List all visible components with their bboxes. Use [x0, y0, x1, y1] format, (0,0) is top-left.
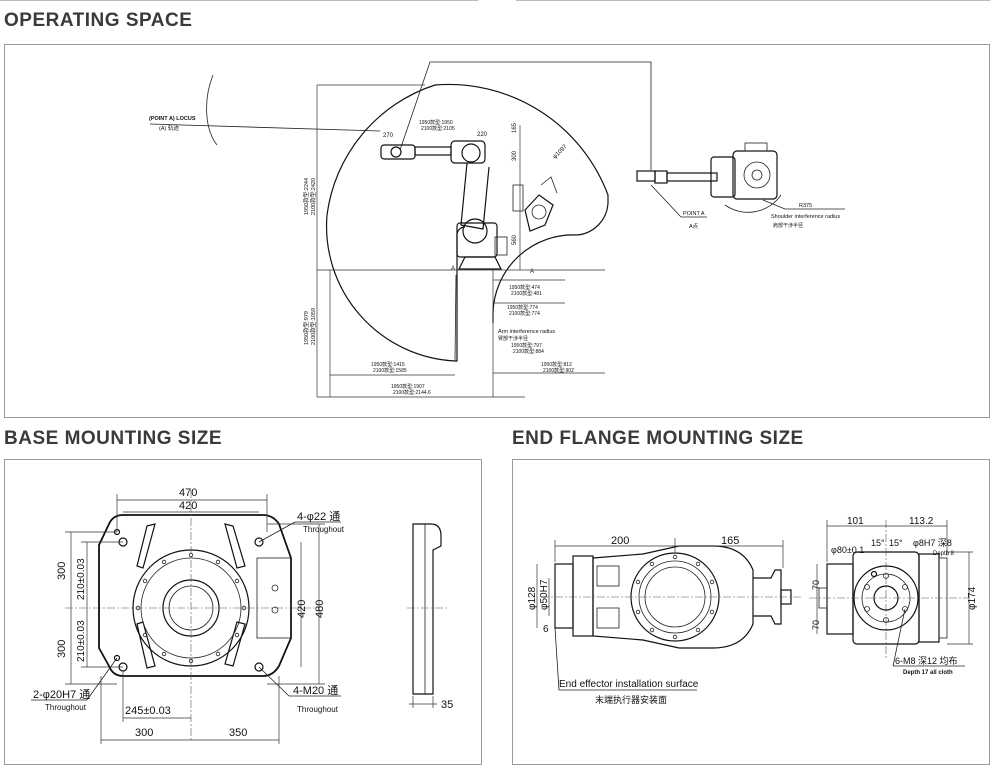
end-flange-panel: 200 165 φ128 φ50H7 6 End effector instal… [512, 459, 990, 765]
flange-dim-15b: 15° [889, 538, 903, 548]
arm-interference-cn-label: 臂部干涉半径 [498, 335, 528, 342]
flange-dim-70b: 70 [811, 620, 821, 630]
flange-m8-callout: 6-M8 深12 均布 [895, 655, 958, 666]
top-dim-a: 1950款型:1950 [419, 119, 453, 126]
base-dim-350-bottom: 350 [229, 727, 247, 739]
flange-dim-6: 6 [543, 624, 549, 635]
left-bot-dim-a: 1950款型:979 [302, 311, 310, 345]
left-top-dim-a: 1950款型:2244 [302, 178, 310, 215]
thread-callout-right-sub: Throughout [297, 705, 339, 714]
base-dim-470: 470 [179, 487, 197, 499]
right-dim-r3-a: 1950款型:797 [511, 342, 542, 349]
dim-560: 560 [512, 234, 518, 245]
top-rule-left [0, 0, 478, 1]
operating-space-panel: (POINT A) LOCUS (A) 轨迹 1950款型:2244 2100款… [4, 44, 990, 418]
svg-text:A: A [451, 266, 455, 272]
base-dim-210-bot: 210±0.03 [76, 620, 87, 662]
base-mounting-diagram: 470 420 300 300 210±0.03 210±0.03 420 48… [31, 487, 453, 744]
point-a-label: POINT A [683, 211, 705, 217]
base-dim-420-right: 420 [296, 600, 308, 618]
robot-side-view [380, 140, 558, 270]
end-flange-title: END FLANGE MOUNTING SIZE [512, 428, 804, 449]
left-bot-dim-b: 2100款型:1059 [309, 308, 317, 345]
right-dim-r4-a: 1950款型:812 [541, 361, 572, 368]
svg-text:A: A [530, 269, 534, 275]
flange-dim-70a: 70 [811, 580, 821, 590]
right-dim-r4-b: 2100款型:902 [543, 367, 574, 374]
dim-1097: φ1097 [552, 144, 569, 161]
hole-callout-top-sub: Throughout [303, 525, 345, 534]
bottom-dim2-b: 2100款型:2144.6 [393, 389, 431, 396]
right-dim-r2-b: 2100款型:774 [509, 310, 540, 317]
bottom-dim1-b: 2100款型:1585 [373, 367, 407, 374]
flange-side-bolts [635, 554, 715, 640]
dim-270: 270 [383, 133, 394, 139]
base-dim-300-bottom: 300 [135, 727, 153, 739]
base-dim-300-bot: 300 [56, 640, 68, 658]
pin-callout-left: 2-φ20H7 通 [33, 688, 90, 701]
left-top-dim-b: 2100款型:2420 [309, 178, 317, 215]
end-flange-diagram: 200 165 φ128 φ50H7 6 End effector instal… [527, 516, 978, 705]
flange-depth-8: Depth 8 [933, 551, 955, 557]
robot-top-view [636, 142, 778, 200]
bottom-dim1-a: 1950款型:1415 [371, 361, 405, 368]
base-mounting-title: BASE MOUNTING SIZE [4, 428, 223, 449]
top-dim-b: 2100款型:2105 [421, 125, 455, 132]
base-dim-245: 245±0.03 [125, 705, 171, 717]
flange-dim-113: 113.2 [909, 516, 934, 527]
dim-300: 300 [512, 150, 518, 161]
thread-callout-right: 4-M20 通 [293, 684, 338, 697]
operating-space-diagram: (POINT A) LOCUS (A) 轨迹 1950款型:2244 2100款… [149, 61, 845, 398]
base-dim-420-top: 420 [179, 500, 197, 512]
end-effector-label: End effector installation surface [559, 679, 699, 690]
flange-m8-sub: Depth 17 all cloth [903, 670, 953, 676]
top-rule-right [516, 0, 990, 1]
right-dim-r1-a: 1950款型:474 [509, 284, 540, 291]
point-a-locus-cn-label: (A) 轨迹 [159, 124, 179, 132]
flange-dim-8h7: φ8H7 深8 [913, 538, 952, 548]
base-dim-480-right: 480 [314, 600, 326, 618]
flange-dim-50: φ50H7 [539, 579, 550, 610]
flange-dim-128: φ128 [527, 586, 538, 610]
right-dim-r2-a: 1950款型:774 [507, 304, 538, 311]
flange-dim-101: 101 [847, 516, 864, 527]
point-a-locus-label: (POINT A) LOCUS [149, 116, 196, 122]
point-a-cn-label: A点 [689, 223, 699, 230]
hole-callout-top: 4-φ22 通 [297, 510, 340, 523]
base-dim-300-top: 300 [56, 562, 68, 580]
pin-callout-left-sub: Throughout [45, 703, 87, 712]
flange-dim-15a: 15° [871, 538, 885, 548]
base-dim-210-top: 210±0.03 [76, 558, 87, 600]
flange-dim-174: φ174 [967, 586, 978, 610]
right-dim-r1-b: 2100款型:481 [511, 290, 542, 297]
flange-dim-165: 165 [721, 535, 739, 547]
operating-space-title: OPERATING SPACE [4, 10, 193, 31]
dim-165: 165 [512, 122, 518, 133]
base-dim-35: 35 [441, 699, 453, 711]
dim-220: 220 [477, 132, 488, 138]
shoulder-interference-cn-label: 肩部干涉半径 [773, 222, 803, 229]
bottom-dim2-a: 1950款型:1907 [391, 383, 425, 390]
base-mounting-panel: 470 420 300 300 210±0.03 210±0.03 420 48… [4, 459, 482, 765]
flange-dim-80: φ80±0.1 [831, 545, 864, 555]
r375-label: R375 [799, 203, 812, 209]
end-effector-cn-label: 末端执行器安装面 [595, 694, 667, 705]
shoulder-interference-label: Shoulder interference radius [771, 214, 840, 220]
flange-dim-200: 200 [611, 535, 629, 547]
arm-interference-label: Arm interference radius [498, 329, 555, 335]
right-dim-r3-b: 2100款型:884 [513, 348, 544, 355]
